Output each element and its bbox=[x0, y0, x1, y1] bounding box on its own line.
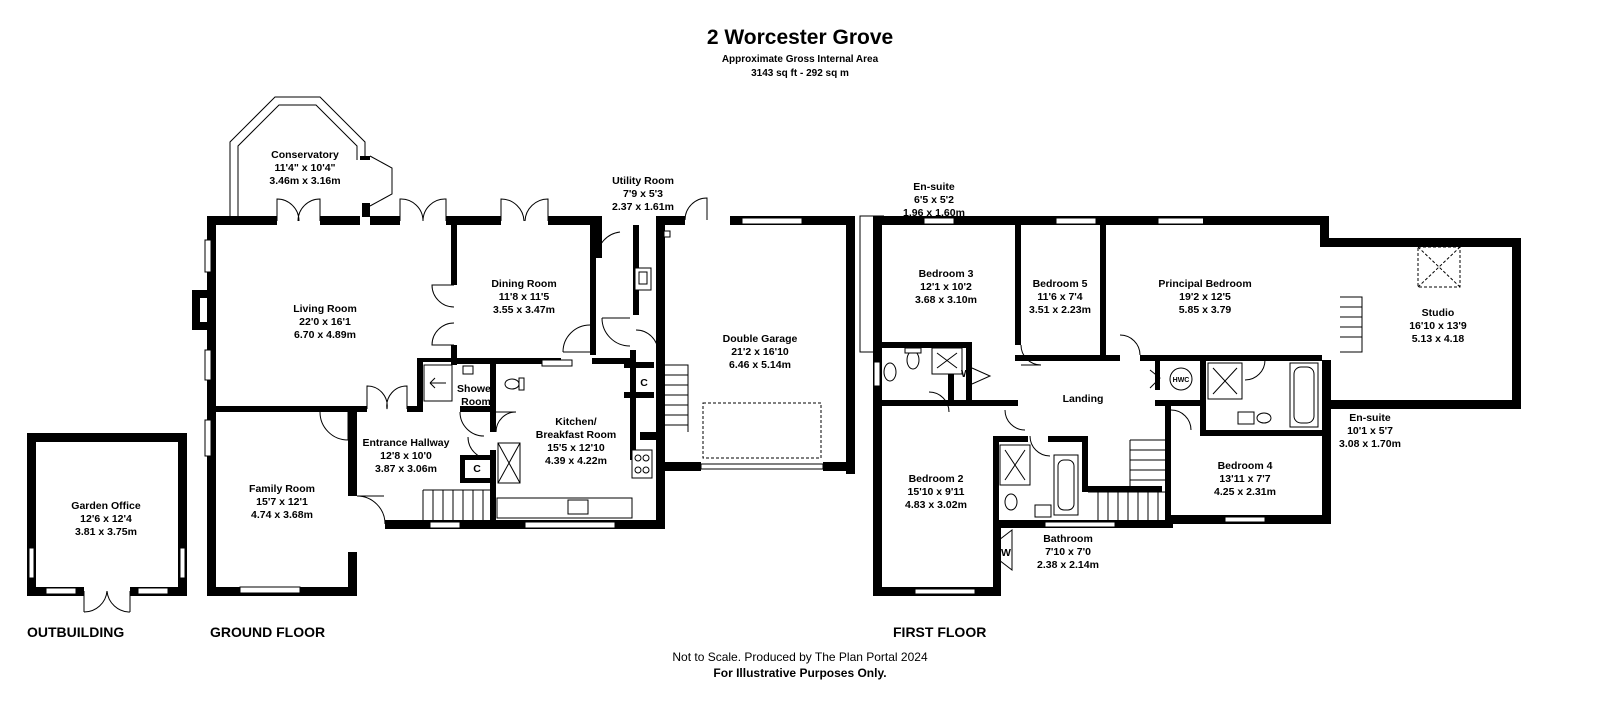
dining-name: Dining Room bbox=[491, 278, 556, 290]
ensuite2-metric: 3.08 x 1.70m bbox=[1339, 438, 1401, 450]
bedroom2-metric: 4.83 x 3.02m bbox=[905, 499, 967, 511]
hallway-name: Entrance Hallway bbox=[363, 437, 450, 449]
conservatory-name: Conservatory bbox=[271, 149, 339, 161]
principal-imperial: 19'2 x 12'5 bbox=[1179, 291, 1231, 303]
studio-name: Studio bbox=[1422, 307, 1455, 319]
bedroom3-metric: 3.68 x 3.10m bbox=[915, 294, 977, 306]
living-imperial: 22'0 x 16'1 bbox=[299, 316, 351, 328]
shower-name: Shower bbox=[457, 383, 495, 395]
ground-floor-label: GROUND FLOOR bbox=[210, 624, 325, 640]
area-value: 3143 sq ft - 292 sq m bbox=[751, 68, 849, 79]
bathroom-name: Bathroom bbox=[1043, 533, 1093, 545]
outbuilding-plan bbox=[27, 433, 187, 613]
landing-name: Landing bbox=[1063, 393, 1104, 405]
shower-name-2: Room bbox=[461, 396, 491, 408]
ensuite1-metric: 1.96 x 1.60m bbox=[903, 207, 965, 219]
hwc-marker: HWC bbox=[1173, 377, 1190, 384]
utility-metric: 2.37 x 1.61m bbox=[612, 201, 674, 213]
bedroom5-metric: 3.51 x 2.23m bbox=[1029, 304, 1091, 316]
garden-office-name: Garden Office bbox=[71, 500, 141, 512]
outbuilding-label: OUTBUILDING bbox=[27, 624, 124, 640]
first-floor-plan bbox=[859, 215, 1521, 596]
ensuite1-imperial: 6'5 x 5'2 bbox=[914, 194, 954, 206]
studio-imperial: 16'10 x 13'9 bbox=[1409, 320, 1467, 332]
principal-metric: 5.85 x 3.79 bbox=[1179, 304, 1232, 316]
bedroom2-name: Bedroom 2 bbox=[909, 473, 964, 485]
footer-disclaimer: For Illustrative Purposes Only. bbox=[713, 666, 887, 680]
bedroom3-imperial: 12'1 x 10'2 bbox=[920, 281, 972, 293]
studio-metric: 5.13 x 4.18 bbox=[1412, 333, 1465, 345]
living-name: Living Room bbox=[293, 303, 357, 315]
dining-metric: 3.55 x 3.47m bbox=[493, 304, 555, 316]
wardrobe-marker-ensuite: W bbox=[961, 368, 971, 380]
family-metric: 4.74 x 3.68m bbox=[251, 509, 313, 521]
garage-name: Double Garage bbox=[723, 333, 798, 345]
plan-title: 2 Worcester Grove bbox=[706, 26, 894, 49]
bedroom4-imperial: 13'11 x 7'7 bbox=[1219, 473, 1270, 485]
principal-name: Principal Bedroom bbox=[1158, 278, 1251, 290]
bathroom-metric: 2.38 x 2.14m bbox=[1037, 559, 1099, 571]
garage-imperial: 21'2 x 16'10 bbox=[731, 346, 789, 358]
utility-name: Utility Room bbox=[612, 175, 674, 187]
hallway-imperial: 12'8 x 10'0 bbox=[380, 450, 432, 462]
cupboard-marker-hallway: C bbox=[473, 463, 481, 475]
bathroom-imperial: 7'10 x 7'0 bbox=[1045, 546, 1091, 558]
family-name: Family Room bbox=[249, 483, 315, 495]
living-metric: 6.70 x 4.89m bbox=[294, 329, 356, 341]
kitchen-metric: 4.39 x 4.22m bbox=[545, 455, 607, 467]
bedroom5-name: Bedroom 5 bbox=[1033, 278, 1088, 290]
garden-office-imperial: 12'6 x 12'4 bbox=[80, 513, 132, 525]
utility-imperial: 7'9 x 5'3 bbox=[623, 188, 663, 200]
ensuite2-name: En-suite bbox=[1349, 412, 1391, 424]
bedroom5-imperial: 11'6 x 7'4 bbox=[1037, 291, 1082, 303]
bedroom4-name: Bedroom 4 bbox=[1218, 460, 1273, 472]
bedroom2-imperial: 15'10 x 9'11 bbox=[908, 486, 965, 498]
bedroom4-metric: 4.25 x 2.31m bbox=[1214, 486, 1276, 498]
garage-metric: 6.46 x 5.14m bbox=[729, 359, 791, 371]
garden-office-metric: 3.81 x 3.75m bbox=[75, 526, 137, 538]
family-imperial: 15'7 x 12'1 bbox=[256, 496, 308, 508]
first-floor-label: FIRST FLOOR bbox=[893, 624, 986, 640]
conservatory-imperial: 11'4" x 10'4" bbox=[274, 162, 335, 174]
kitchen-name: Kitchen/ bbox=[555, 416, 597, 428]
kitchen-imperial: 15'5 x 12'10 bbox=[547, 442, 605, 454]
ground-floor-plan bbox=[192, 96, 855, 596]
conservatory-metric: 3.46m x 3.16m bbox=[269, 175, 340, 187]
cupboard-marker-kitchen: C bbox=[640, 377, 648, 389]
hallway-metric: 3.87 x 3.06m bbox=[375, 463, 437, 475]
dining-imperial: 11'8 x 11'5 bbox=[499, 291, 550, 303]
area-label: Approximate Gross Internal Area bbox=[721, 54, 879, 65]
kitchen-name-2: Breakfast Room bbox=[536, 429, 617, 441]
ensuite1-name: En-suite bbox=[913, 181, 955, 193]
wardrobe-marker-bedroom2: W bbox=[1001, 547, 1011, 559]
bedroom3-name: Bedroom 3 bbox=[919, 268, 974, 280]
footer-note: Not to Scale. Produced by The Plan Porta… bbox=[672, 650, 928, 664]
ensuite2-imperial: 10'1 x 5'7 bbox=[1347, 425, 1393, 437]
